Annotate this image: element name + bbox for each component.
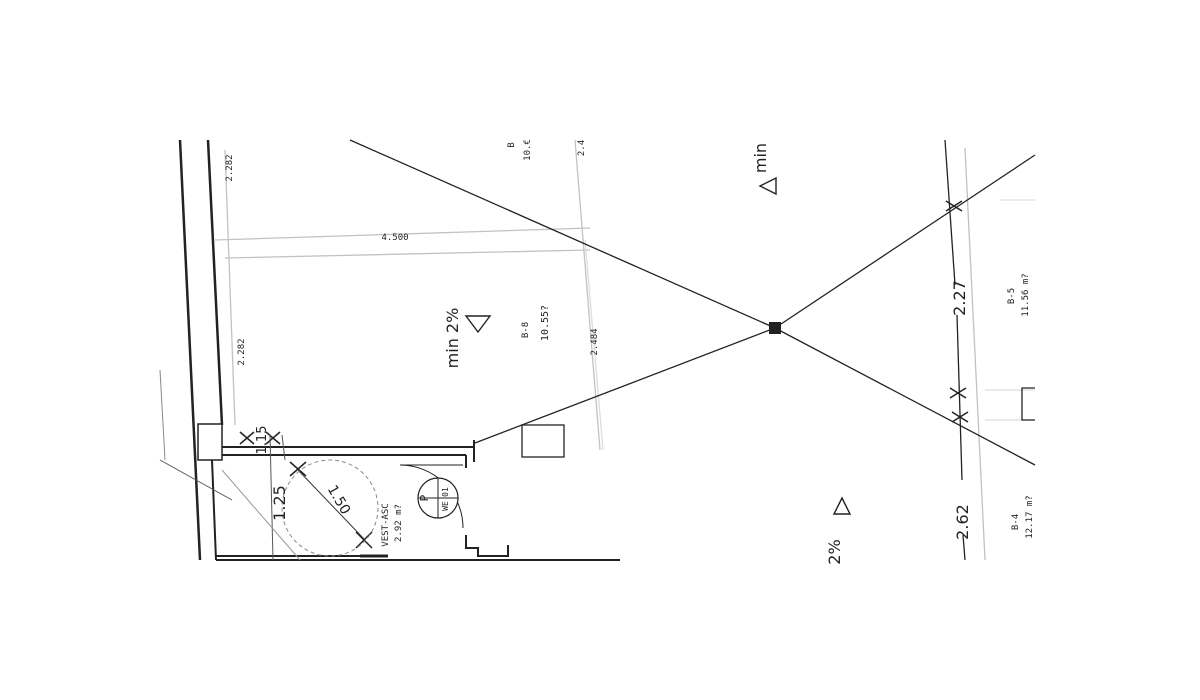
- room-b4-area: 12.17 m?: [1025, 495, 1035, 538]
- drainage-lines: [349, 139, 1036, 466]
- floor-drain-icon: [769, 322, 781, 334]
- room-b4-code: B-4: [1011, 514, 1021, 530]
- symbol-number: 01: [441, 487, 450, 497]
- symbol-code: WE: [441, 501, 450, 511]
- dimension-ticks: [239, 200, 969, 549]
- room-b8-code: B-8: [521, 322, 531, 338]
- dim-right-upper: 2.27: [950, 280, 969, 316]
- slope-label-upper: min: [751, 143, 770, 173]
- room-b-top-area: 10.€: [523, 139, 533, 161]
- vestibule-dimensions: [159, 434, 366, 561]
- dim-vertical-mid: 2.484: [590, 328, 600, 355]
- right-column-stub: [1021, 387, 1035, 421]
- parking-letter: P: [418, 494, 431, 501]
- slope-label-lower: 2%: [825, 539, 844, 564]
- slope-arrow-lower: [832, 496, 852, 515]
- vestibule-walls: [216, 440, 620, 561]
- dim-top-cut: 2.4: [577, 140, 587, 156]
- column-square: [521, 424, 565, 458]
- turning-circle: [281, 459, 379, 557]
- parking-symbol: P 01 WE: [417, 477, 459, 519]
- slope-arrow-upper: [758, 176, 777, 196]
- dim-mid-left: 2.282: [237, 338, 247, 365]
- room-vest-area: 2.92 m?: [394, 504, 404, 542]
- right-grid-line: [944, 139, 966, 561]
- room-b-top-code: B: [507, 142, 517, 147]
- outer-wall: [159, 139, 224, 561]
- dimension-guides: [214, 139, 1035, 561]
- slope-label-center: min 2%: [443, 308, 462, 369]
- room-b8-area: 10.55?: [540, 305, 551, 341]
- wall-column: [197, 423, 223, 461]
- room-b5-area: 11.56 m?: [1021, 273, 1031, 316]
- dim-top-span: 4.500: [381, 233, 408, 243]
- dim-top-left: 2.282: [225, 154, 235, 181]
- dim-small-top: 1.15: [255, 426, 270, 455]
- room-b5-code: B-5: [1007, 288, 1017, 304]
- dim-right-lower: 2.62: [953, 504, 972, 540]
- dim-circle-diameter: 1.50: [324, 483, 353, 518]
- slope-arrow-center: [464, 315, 492, 334]
- dim-small-side: 1.25: [270, 485, 289, 521]
- room-vest-code: VEST-ASC: [381, 503, 391, 546]
